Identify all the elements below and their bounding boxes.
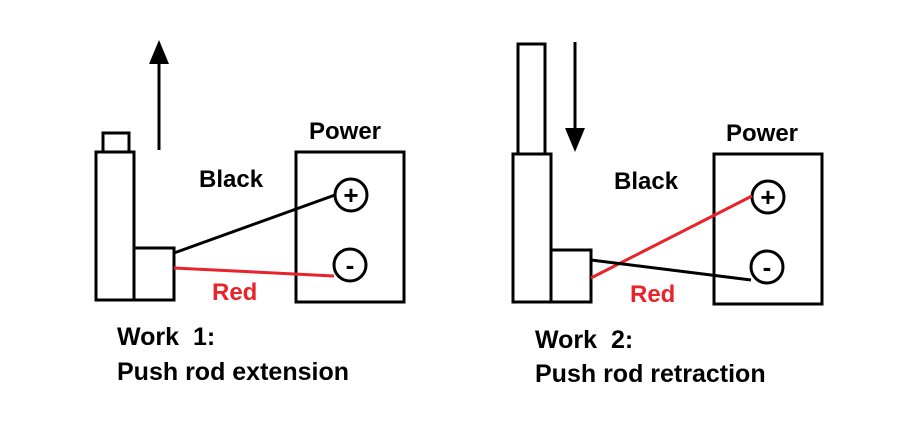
work2-actuator-body (511, 152, 553, 304)
work1-plus-symbol: + (343, 180, 358, 210)
work1-description: Push rod extension (117, 358, 349, 386)
arrow-down-icon (565, 42, 585, 152)
minus-terminal-icon: - (332, 247, 368, 283)
work1-black-label: Black (199, 166, 264, 193)
plus-terminal-icon: + (333, 177, 369, 213)
work2-motor-box (549, 248, 593, 304)
work1-motor-box (132, 246, 176, 302)
work1-rod-tip (101, 131, 131, 154)
work2-plus-symbol: + (760, 182, 775, 212)
plus-terminal-icon: + (750, 179, 786, 215)
work1-power-box (294, 150, 406, 304)
work2-diagram: Power + - Black Red Work 2: Push rod ret… (511, 42, 824, 388)
work1-actuator-body (94, 150, 136, 302)
work1-black-wire (173, 193, 336, 255)
work1-red-wire (173, 266, 335, 278)
work2-black-label: Black (614, 168, 679, 195)
work2-red-wire (590, 194, 753, 280)
minus-terminal-icon: - (749, 249, 785, 285)
work1-red-label: Red (212, 279, 257, 306)
work2-title: Work 2: (535, 326, 633, 354)
work1-minus-symbol: - (346, 250, 355, 280)
arrow-up-icon (149, 40, 169, 150)
work1-power-label: Power (309, 118, 381, 145)
work1-diagram: Power + - Black Red Work 1: Push rod ext… (94, 40, 406, 386)
work2-description: Push rod retraction (535, 360, 766, 388)
work2-black-wire (590, 258, 752, 282)
work2-power-box (712, 152, 824, 306)
work2-red-label: Red (630, 281, 675, 308)
work2-power-label: Power (726, 120, 798, 147)
work2-rod (516, 42, 547, 156)
work2-minus-symbol: - (763, 252, 772, 282)
work1-title: Work 1: (117, 323, 215, 351)
